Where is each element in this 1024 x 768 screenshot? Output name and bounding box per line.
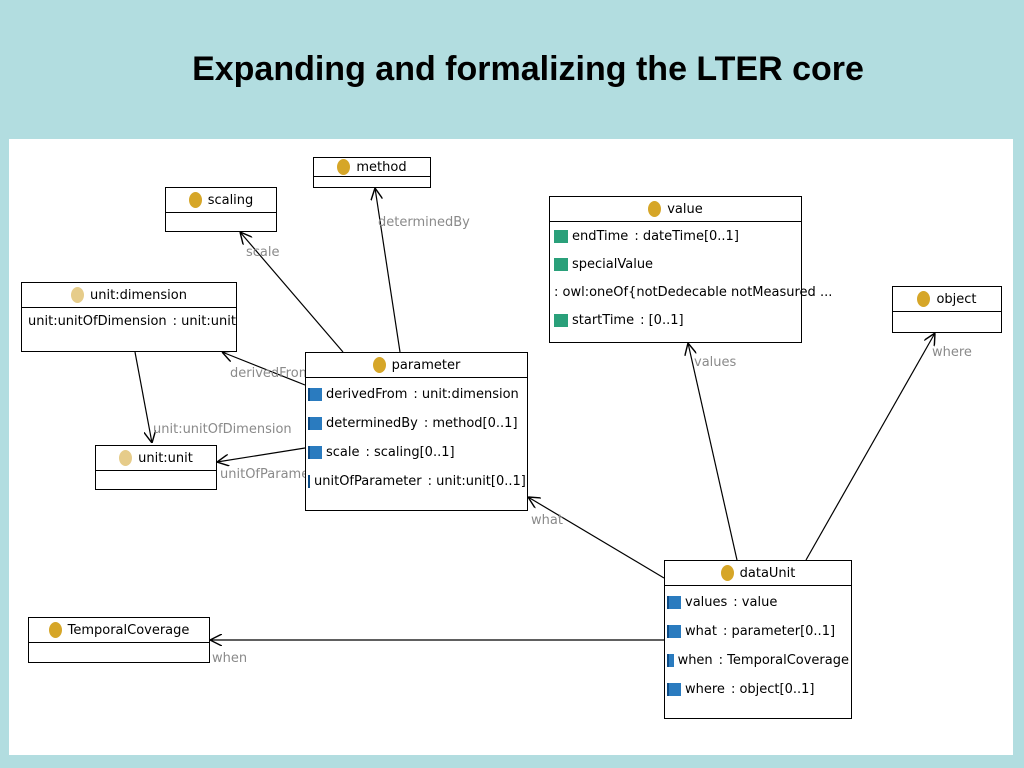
attr-row: values : value [667, 588, 849, 617]
ref-attr-icon [667, 596, 681, 609]
class-unit-dimension[interactable]: unit:dimension unit:unitOfDimension : un… [21, 282, 237, 352]
class-icon [917, 291, 931, 307]
class-icon [372, 357, 386, 373]
edge-what [528, 497, 665, 579]
edge-label-where: where [932, 345, 972, 360]
literal-attr-icon [554, 257, 568, 271]
class-unit-unit[interactable]: unit:unit [95, 445, 217, 490]
literal-attr-icon [554, 229, 568, 243]
attr-row: scale : scaling[0..1] [308, 438, 525, 467]
attr-row: what : parameter[0..1] [667, 617, 849, 646]
edge-derivedFrom [222, 352, 306, 386]
edge-unitOfDimension [134, 351, 152, 443]
edge-label-scale: scale [246, 245, 280, 260]
class-name: unit:dimension [90, 287, 187, 303]
edge-where [805, 333, 935, 561]
ref-attr-icon [667, 625, 681, 638]
slide-title: Expanding and formalizing the LTER core [192, 50, 864, 88]
class-icon [648, 201, 662, 217]
ref-attr-icon [667, 654, 674, 667]
ref-attr-icon [308, 475, 310, 488]
attr-row: where : object[0..1] [667, 675, 849, 704]
attr-row: specialValue [554, 250, 797, 278]
class-scaling[interactable]: scaling [165, 187, 277, 232]
class-name: dataUnit [739, 565, 796, 581]
attr-row: when : TemporalCoverage [667, 646, 849, 675]
class-name: object [936, 291, 977, 307]
class-name: method [356, 159, 407, 175]
edge-label-unitOfDimension: unit:unitOfDimension [153, 422, 292, 437]
attr-row: unit:unitOfDimension : unit:unit [28, 313, 236, 329]
class-icon [188, 192, 202, 208]
literal-attr-icon [554, 313, 568, 327]
class-icon [720, 565, 734, 581]
ref-attr-icon [308, 417, 322, 430]
class-value[interactable]: value endTime : dateTime[0..1] specialVa… [549, 196, 833, 343]
class-name: parameter [391, 357, 461, 373]
attr-row: determinedBy : method[0..1] [308, 409, 525, 438]
edge-label-derivedFrom: derivedFrom [230, 366, 311, 381]
edge-label-values: values [694, 355, 737, 370]
edge-label-unitOfParameter: unitOfParameter [220, 467, 328, 482]
class-name: TemporalCoverage [67, 622, 190, 638]
attr-row: unitOfParameter : unit:unit[0..1] [308, 467, 526, 496]
class-name: scaling [207, 192, 254, 208]
edge-label-when: when [212, 651, 247, 666]
edge-label-determinedBy: determinedBy [378, 215, 470, 230]
edge-values [688, 343, 738, 561]
class-icon [48, 622, 62, 638]
ref-attr-icon [667, 683, 681, 696]
ref-attr-icon [308, 446, 322, 459]
attr-row: endTime : dateTime[0..1] [554, 222, 797, 250]
class-object[interactable]: object [892, 286, 1002, 333]
class-icon [119, 450, 133, 466]
attr-row: derivedFrom : unit:dimension [308, 380, 525, 409]
class-name: unit:unit [138, 450, 193, 466]
class-method[interactable]: method [313, 157, 431, 188]
ref-attr-icon [308, 388, 322, 401]
class-name: value [667, 201, 703, 217]
class-dataUnit[interactable]: dataUnit values : value what : parameter… [664, 560, 852, 719]
edge-scale [240, 232, 344, 353]
attr-row: : owl:oneOf{notDedecable notMeasured ... [554, 284, 833, 300]
class-parameter[interactable]: parameter derivedFrom : unit:dimension d… [305, 352, 528, 511]
class-icon [71, 287, 85, 303]
class-icon [337, 159, 351, 175]
class-temporal-coverage[interactable]: TemporalCoverage [28, 617, 210, 663]
edge-label-what: what [531, 513, 563, 528]
attr-row: startTime : [0..1] [554, 306, 797, 334]
edge-unitOfParameter [217, 447, 306, 462]
edge-determinedBy [375, 188, 401, 353]
